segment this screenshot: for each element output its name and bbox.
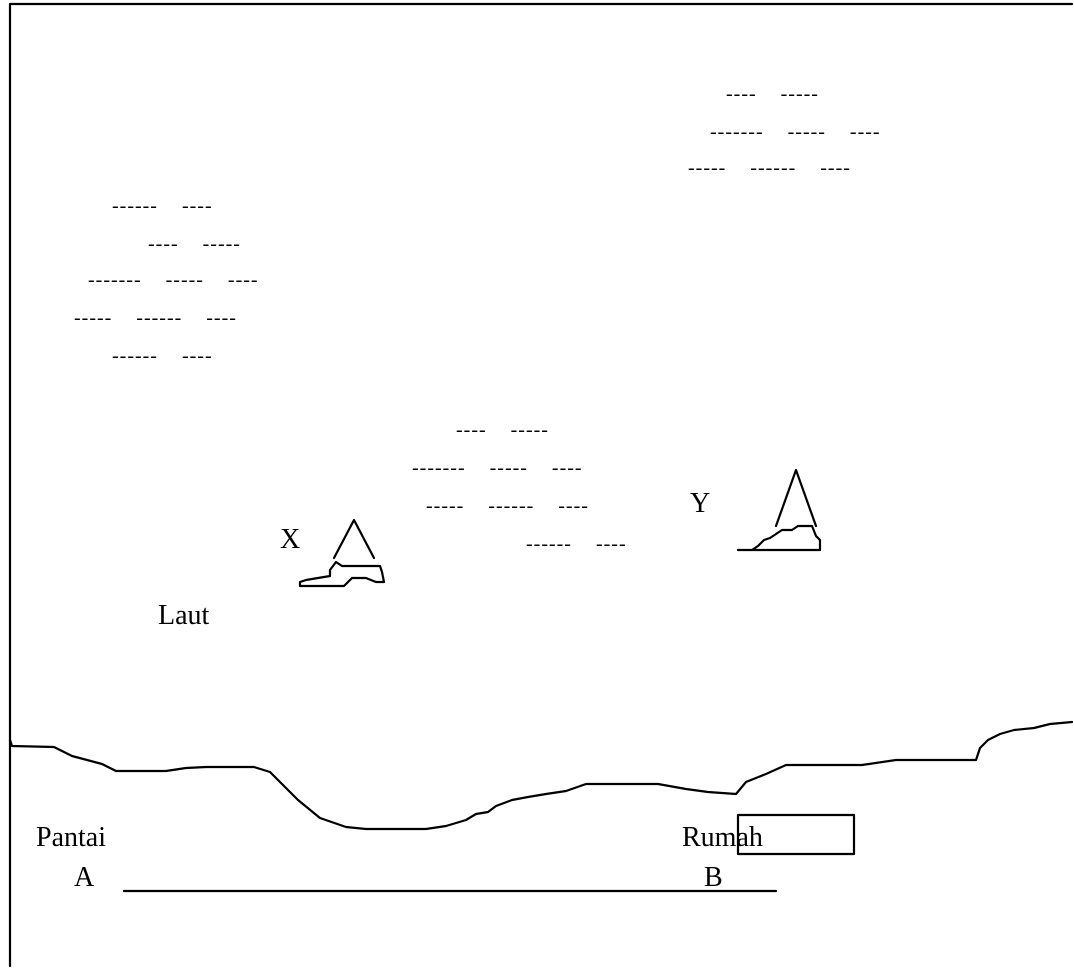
cloud-line: ---- -----: [726, 83, 819, 105]
label-boat-x: X: [280, 524, 300, 555]
cloud-line: ------- ----- ----: [88, 269, 259, 291]
cloud-upper-right: ---- ----- ------- ----- ---- ----- ----…: [688, 83, 881, 179]
cloud-line: ------ ----: [526, 533, 627, 555]
label-rumah: Rumah: [682, 822, 763, 853]
cloud-center: ---- ----- ------- ----- ---- ----- ----…: [412, 419, 627, 555]
cloud-left: ------ ---- ---- ----- ------- ----- ---…: [74, 195, 259, 367]
shoreline: [10, 722, 1072, 829]
cloud-line: ------- ----- ----: [710, 121, 881, 143]
sailboat-x-icon: [300, 520, 384, 586]
cloud-line: ------ ----: [112, 195, 213, 217]
label-rumah-b: B: [704, 862, 723, 893]
cloud-line: ---- -----: [148, 233, 241, 255]
cloud-line: ----- ------ ----: [688, 157, 851, 179]
frame-border: [10, 4, 1072, 966]
cloud-line: ------ ----: [112, 345, 213, 367]
label-boat-y: Y: [690, 488, 710, 519]
label-pantai-a: A: [74, 862, 95, 893]
sailboat-y-icon: [738, 470, 820, 550]
cloud-line: ---- -----: [456, 419, 549, 441]
label-laut: Laut: [158, 600, 210, 631]
cloud-line: ----- ------ ----: [74, 307, 237, 329]
label-pantai: Pantai: [36, 822, 106, 853]
cloud-line: ------- ----- ----: [412, 457, 583, 479]
cloud-line: ----- ------ ----: [426, 495, 589, 517]
